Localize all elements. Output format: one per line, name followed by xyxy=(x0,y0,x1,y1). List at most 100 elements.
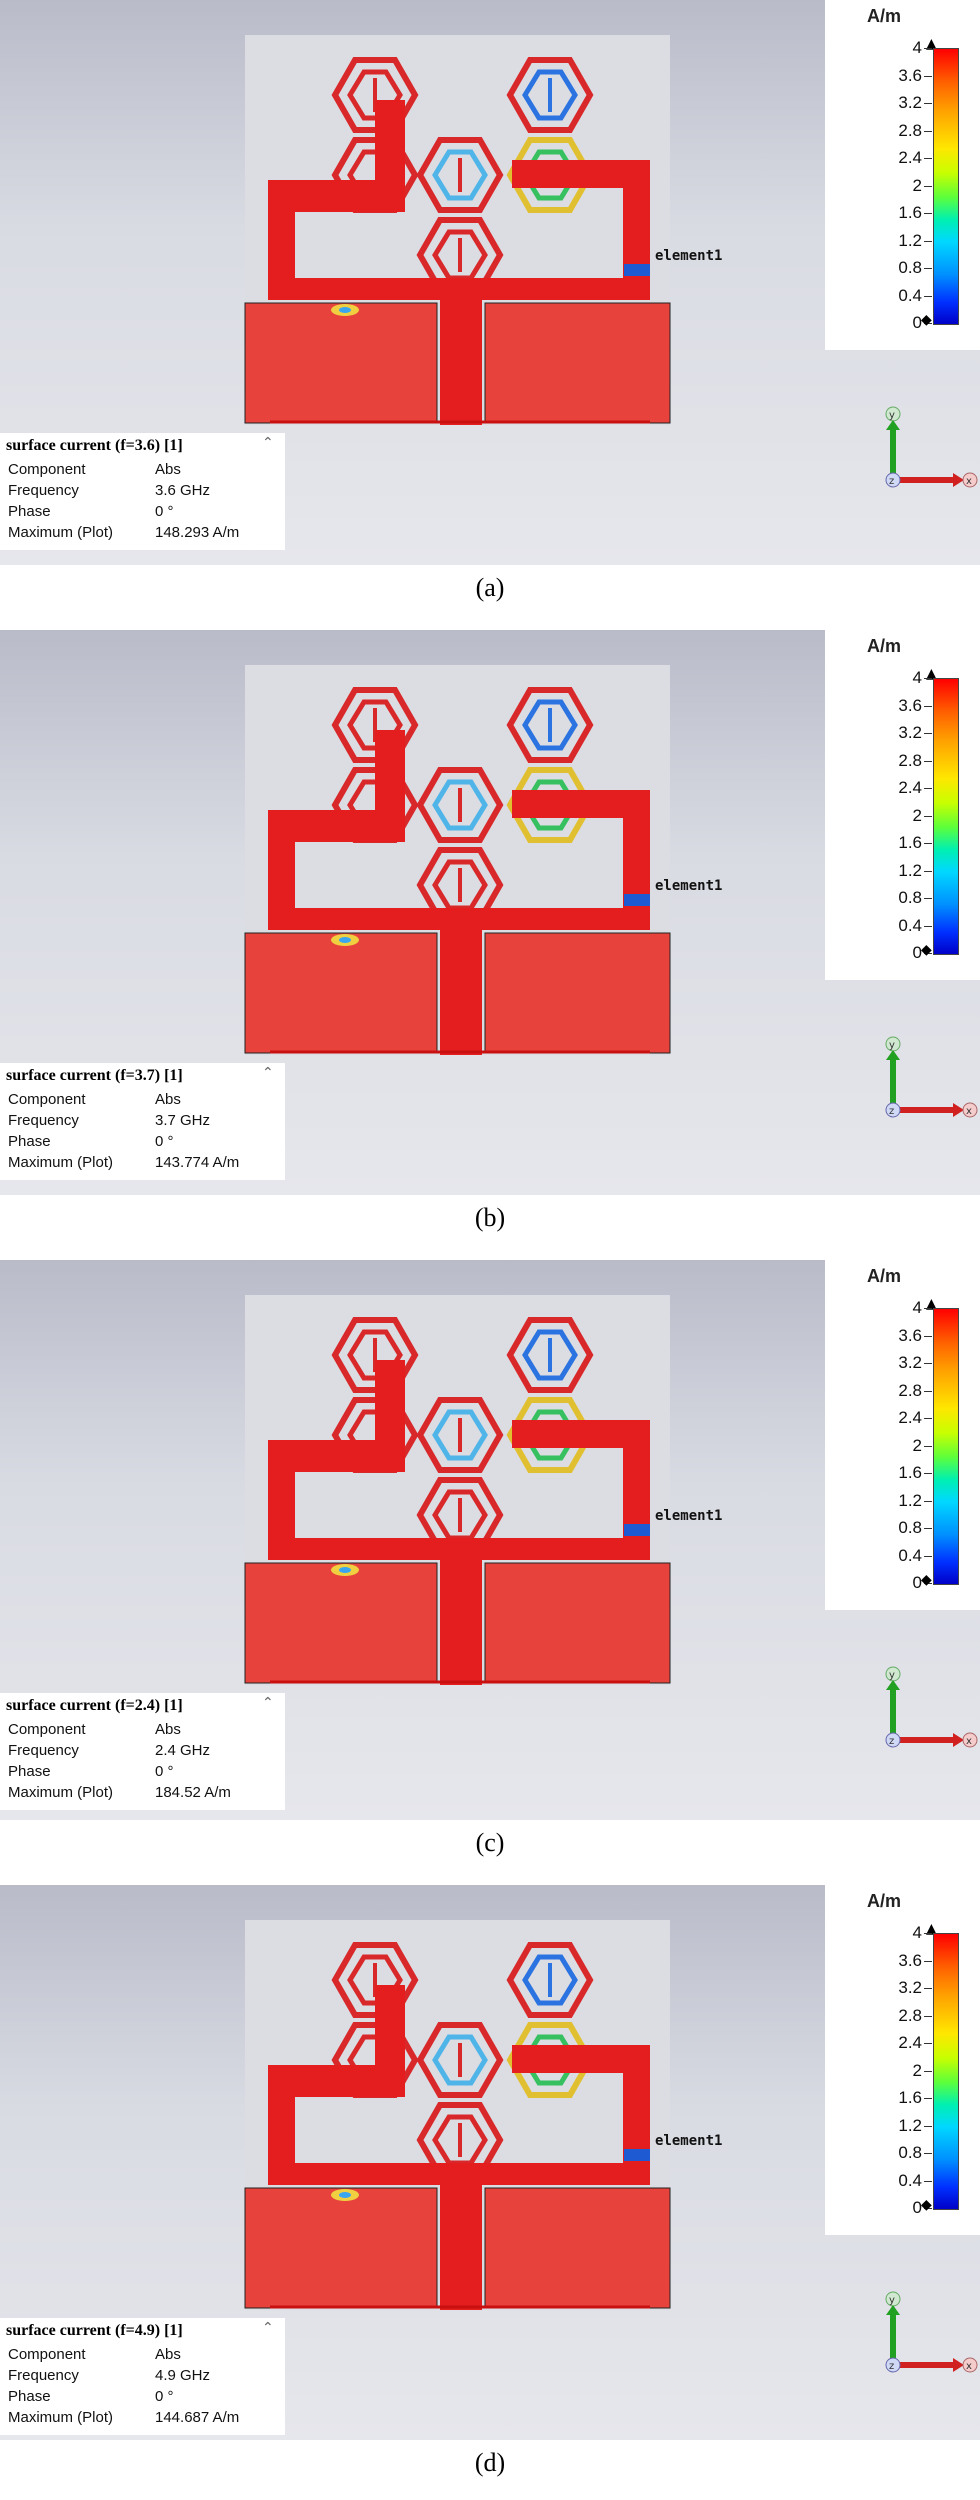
antenna-geometry xyxy=(244,57,671,425)
legend-min-marker-icon: ◆ xyxy=(921,312,932,328)
port-label: element1 xyxy=(655,2133,723,2149)
phase-label: Phase xyxy=(8,503,51,520)
legend-tick-label: 2.4 xyxy=(898,2033,922,2052)
maximum-label: Maximum (Plot) xyxy=(8,524,114,541)
x-axis-label: x xyxy=(966,2361,972,2372)
frequency-value: 3.6 GHz xyxy=(155,482,211,499)
legend-tick-mark xyxy=(924,295,932,297)
right-feed-arm xyxy=(512,2045,650,2165)
collapse-chevron-icon[interactable]: ⌃ xyxy=(262,1695,274,1711)
srr-inner-ring xyxy=(522,1954,578,2006)
y-axis-label: y xyxy=(889,1670,895,1681)
y-axis-label: y xyxy=(889,410,895,421)
legend-tick-mark xyxy=(924,1390,932,1392)
legend-tick-mark xyxy=(924,1528,932,1529)
legend-tick-mark xyxy=(924,1500,932,1502)
component-label: Component xyxy=(8,461,86,478)
srr-inner-ring xyxy=(522,69,578,121)
panel-caption: (a) xyxy=(475,573,505,602)
legend-min-marker-icon: ◆ xyxy=(921,2197,932,2213)
current-hotspot xyxy=(339,937,351,943)
legend-tick-mark xyxy=(924,1960,932,1962)
ground-left xyxy=(244,302,438,424)
legend-tick-label: 4 xyxy=(912,1298,922,1317)
srr-outer-ring xyxy=(331,687,419,763)
left-feed-arm xyxy=(268,100,405,280)
legend-max-arrow-icon: ▲ xyxy=(926,36,937,52)
plot-title: surface current (f=4.9) [1] xyxy=(6,2322,183,2339)
frequency-value: 4.9 GHz xyxy=(155,2367,211,2384)
legend-tick-label: 0.8 xyxy=(898,258,922,277)
legend-tick-label: 0 xyxy=(912,2198,922,2217)
feed-line-group xyxy=(268,1985,650,2310)
y-axis-label: y xyxy=(889,2295,895,2306)
srr-outer-ring xyxy=(416,767,504,843)
legend-tick-mark xyxy=(924,870,932,872)
legend-min-marker-icon: ◆ xyxy=(921,1572,932,1588)
srr-outer-ring xyxy=(331,57,419,133)
feed-line-group xyxy=(268,1360,650,1685)
feed-stem xyxy=(440,930,482,1055)
phase-label: Phase xyxy=(8,1133,51,1150)
legend-tick-label: 0.8 xyxy=(898,2143,922,2162)
x-axis-ball-icon xyxy=(962,1102,978,1118)
z-axis-ball-icon xyxy=(885,472,901,488)
antenna-geometry xyxy=(244,1942,671,2310)
x-axis-label: x xyxy=(966,476,972,487)
component-label: Component xyxy=(8,1091,86,1108)
phase-value: 0 ° xyxy=(155,1133,174,1150)
x-axis-arrowhead xyxy=(953,1733,964,1747)
legend-color-bar xyxy=(933,48,959,325)
maximum-label: Maximum (Plot) xyxy=(8,1154,114,1171)
legend-tick-mark xyxy=(924,2208,932,2209)
plot-title: surface current (f=3.6) [1] xyxy=(6,437,183,454)
phase-label: Phase xyxy=(8,1763,51,1780)
component-value: Abs xyxy=(155,461,181,478)
legend-tick-mark xyxy=(924,1363,932,1364)
collapse-chevron-icon[interactable]: ⌃ xyxy=(262,2320,274,2336)
plot-title: surface current (f=2.4) [1] xyxy=(6,1697,183,1714)
phase-value: 0 ° xyxy=(155,1763,174,1780)
legend-color-bar xyxy=(933,678,959,955)
y-axis-arrowhead xyxy=(886,1050,900,1060)
port-marker xyxy=(624,1524,650,1536)
srr-outer-ring xyxy=(506,57,594,133)
collapse-chevron-icon[interactable]: ⌃ xyxy=(262,1065,274,1081)
srr-inner-ring xyxy=(432,149,488,201)
legend-tick-mark xyxy=(924,2180,932,2182)
frequency-label: Frequency xyxy=(8,1112,79,1129)
legend-unit: A/m xyxy=(867,1266,902,1286)
panel-caption: (d) xyxy=(474,2448,506,2477)
collapse-chevron-icon[interactable]: ⌃ xyxy=(262,435,274,451)
legend-tick-mark xyxy=(924,760,932,762)
legend-tick-mark xyxy=(924,158,932,159)
x-axis-arrowhead xyxy=(953,473,964,487)
component-label: Component xyxy=(8,1721,86,1738)
y-axis-arrowhead xyxy=(886,2305,900,2315)
legend-unit: A/m xyxy=(867,6,902,26)
legend-tick-mark xyxy=(924,2043,932,2044)
legend-tick-label: 2 xyxy=(912,1435,922,1455)
y-axis-arrowhead xyxy=(886,1680,900,1690)
srr-outer-ring xyxy=(331,1942,419,2018)
legend-min-marker-icon: ◆ xyxy=(921,942,932,958)
legend-tick-mark xyxy=(924,815,932,817)
legend-tick-label: 2.8 xyxy=(898,1380,922,1400)
legend-tick-mark xyxy=(924,733,932,734)
legend-tick-label: 0.4 xyxy=(898,915,922,935)
legend-tick-label: 2.8 xyxy=(898,120,922,140)
feed-bar xyxy=(268,908,650,930)
legend-tick-label: 3.2 xyxy=(898,1353,922,1372)
legend-tick-label: 0.8 xyxy=(898,1518,922,1537)
legend-tick-label: 3.2 xyxy=(898,93,922,112)
current-hotspot xyxy=(339,307,351,313)
legend-tick-mark xyxy=(924,213,932,214)
legend-tick-label: 4 xyxy=(912,668,922,687)
